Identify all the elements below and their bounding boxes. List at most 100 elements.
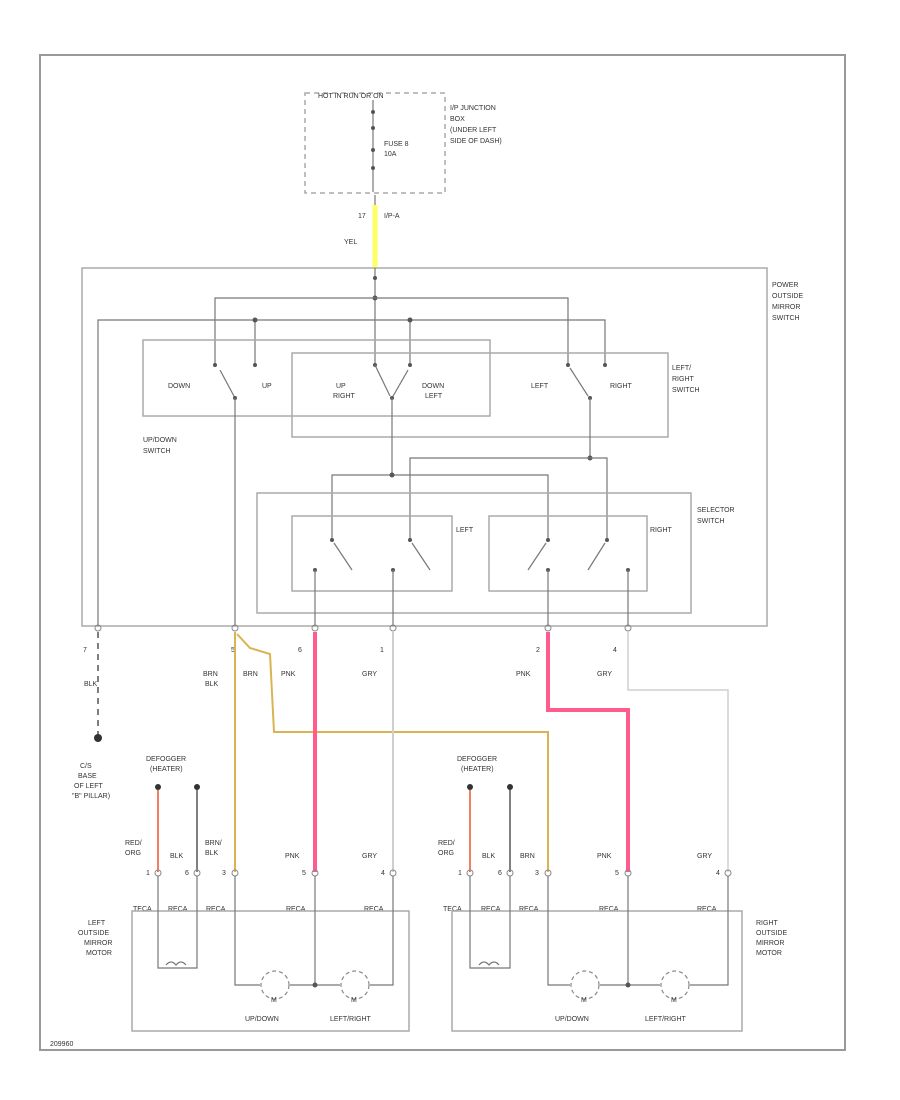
switch-pin-5: 5	[231, 647, 235, 654]
right-red-org-label-1: RED/	[438, 840, 455, 847]
ground-point	[94, 734, 102, 742]
left-up-down-motor	[260, 970, 290, 1000]
left-conn-pin-2: 6	[185, 870, 189, 877]
left-conn-pin-5: 4	[381, 870, 385, 877]
right-left-section-box	[291, 352, 669, 438]
left-defogger-label-1: DEFOGGER	[146, 756, 186, 763]
selector-switch-outer	[256, 492, 692, 614]
pnk-wire-right	[546, 632, 630, 872]
left-mirror-motor: DEFOGGER (HEATER) RED/ ORG BLK BRN/ BLK …	[78, 756, 410, 1032]
left-motor-label-1: LEFT	[88, 920, 106, 927]
left-motor-m-1: M	[271, 997, 277, 1004]
selector-switch-label-2: SWITCH	[697, 518, 725, 525]
up-down-down-label: DOWN	[168, 383, 190, 390]
right-conn-pin-4: 5	[615, 870, 619, 877]
right-left-right-label: LEFT/RIGHT	[645, 1016, 687, 1023]
selector-left-label: LEFT	[456, 527, 474, 534]
switch-pin-1: 1	[380, 647, 384, 654]
feed-bus	[214, 297, 569, 365]
ground-bus	[97, 319, 606, 626]
fuse-junction-box: HOT IN RUN OR ON FUSE 8 10A I/P JUNCTION…	[304, 92, 502, 246]
gry-wire-right	[627, 632, 729, 872]
ground-label-2: BASE	[78, 773, 97, 780]
left-right-switch-label-2: RIGHT	[672, 376, 695, 383]
fuse-pin-left: 17	[358, 213, 366, 220]
left-right-left-label: LEFT	[531, 383, 549, 390]
left-conn-code-2: RECA	[168, 906, 188, 913]
switch-connector-pins: 7 5 6 1 2 4	[83, 624, 632, 654]
fuse-label-line1: FUSE 8	[384, 141, 409, 148]
mirror-switch-label-4: SWITCH	[772, 315, 800, 322]
left-conn-code-1: TECA	[133, 906, 152, 913]
ground-label-4: "B" PILLAR)	[72, 793, 110, 800]
pnk-label-1: PNK	[281, 671, 296, 678]
right-conn-code-4: RECA	[599, 906, 619, 913]
right-blk-label: BLK	[482, 853, 496, 860]
junction-label-line1: I/P JUNCTION	[450, 105, 496, 112]
left-motor-box	[131, 910, 410, 1032]
brn-blk-label-2: BLK	[205, 681, 219, 688]
junction-box-outline	[304, 92, 446, 194]
left-motor-label-4: MOTOR	[86, 950, 112, 957]
right-pnk-label: PNK	[597, 853, 612, 860]
mirror-switch-label-2: OUTSIDE	[772, 293, 803, 300]
right-gry-label: GRY	[697, 853, 712, 860]
left-defogger-label-2: (HEATER)	[150, 766, 183, 773]
right-motor-box	[451, 910, 743, 1032]
ground-label-1: C/S	[80, 763, 92, 770]
left-motor-label-2: OUTSIDE	[78, 930, 109, 937]
brn-wire	[236, 633, 549, 872]
left-right-switch-label-3: SWITCH	[672, 387, 700, 394]
right-conn-pin-3: 3	[535, 870, 539, 877]
left-pnk-label: PNK	[285, 853, 300, 860]
junction-label-line4: SIDE OF DASH)	[450, 138, 502, 145]
brn-label: BRN	[243, 671, 258, 678]
left-conn-pin-4: 5	[302, 870, 306, 877]
brn-blk-label-1: BRN	[203, 671, 218, 678]
outer-frame	[39, 54, 846, 1051]
switch-pin-4: 4	[613, 647, 617, 654]
up-down-switch-box	[142, 339, 491, 417]
power-outside-mirror-switch: POWER OUTSIDE MIRROR SWITCH DOWN UP UP/D…	[81, 267, 803, 627]
left-right-switch-label-1: LEFT/	[672, 365, 691, 372]
left-blk-label: BLK	[170, 853, 184, 860]
right-conn-code-5: RECA	[697, 906, 717, 913]
right-defogger-label-1: DEFOGGER	[457, 756, 497, 763]
up-down-switch-label-2: SWITCH	[143, 448, 171, 455]
right-conn-code-3: RECA	[519, 906, 539, 913]
corner-code: 209960	[50, 1041, 73, 1048]
mirror-switch-outline	[81, 267, 768, 627]
up-right-label-2: RIGHT	[333, 393, 356, 400]
right-red-org-label-2: ORG	[438, 850, 454, 857]
right-defogger-label-2: (HEATER)	[461, 766, 494, 773]
mirror-switch-label-3: MIRROR	[772, 304, 800, 311]
right-mirror-motor: DEFOGGER (HEATER) RED/ ORG BLK BRN PNK G…	[438, 756, 787, 1032]
left-conn-code-3: RECA	[206, 906, 226, 913]
right-up-down-motor	[570, 970, 600, 1000]
left-conn-pin-3: 3	[222, 870, 226, 877]
junction-label-line2: BOX	[450, 116, 465, 123]
pnk-label-2: PNK	[516, 671, 531, 678]
right-up-down-label: UP/DOWN	[555, 1016, 589, 1023]
right-conn-code-1: TECA	[443, 906, 462, 913]
yel-wire-label: YEL	[344, 239, 357, 246]
down-left-label-2: LEFT	[425, 393, 443, 400]
left-conn-code-5: RECA	[364, 906, 384, 913]
right-motor-m-2: M	[671, 997, 677, 1004]
left-right-right-label: RIGHT	[610, 383, 633, 390]
left-left-right-label: LEFT/RIGHT	[330, 1016, 372, 1023]
switch-pin-7: 7	[83, 647, 87, 654]
junction-label-line3: (UNDER LEFT	[450, 127, 497, 134]
left-brn-blk-label-2: BLK	[205, 850, 219, 857]
right-conn-pin-2: 6	[498, 870, 502, 877]
right-conn-pin-5: 4	[716, 870, 720, 877]
right-left-right-motor	[660, 970, 690, 1000]
left-conn-pin-1: 1	[146, 870, 150, 877]
up-down-switch-blade	[219, 369, 236, 399]
hot-in-run-label: HOT IN RUN OR ON	[318, 93, 384, 100]
fuse-pin-right: I/P-A	[384, 213, 400, 220]
left-red-org-label-1: RED/	[125, 840, 142, 847]
left-brn-blk-label-1: BRN/	[205, 840, 222, 847]
right-motor-label-2: OUTSIDE	[756, 930, 787, 937]
